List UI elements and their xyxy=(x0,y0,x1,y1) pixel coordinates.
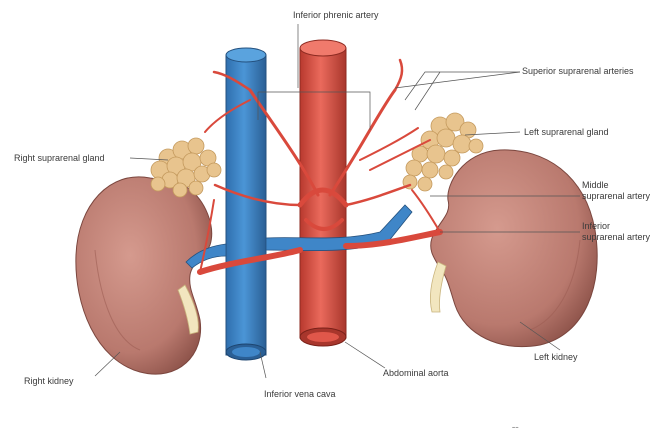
label-left-kidney: Left kidney xyxy=(534,352,578,363)
label-inferior-line2: suprarenal artery xyxy=(582,232,650,243)
inferior-vena-cava xyxy=(226,48,266,360)
label-middle-suprarenal-artery: Middle suprarenal artery xyxy=(582,180,650,202)
abdominal-aorta xyxy=(300,40,346,346)
label-middle-line2: suprarenal artery xyxy=(582,191,650,202)
label-inferior-phrenic-artery: Inferior phrenic artery xyxy=(293,10,379,21)
left-ureter xyxy=(430,262,446,312)
label-left-suprarenal-gland: Left suprarenal gland xyxy=(524,127,609,138)
label-inferior-suprarenal-artery: Inferior suprarenal artery xyxy=(582,221,650,243)
label-middle-line1: Middle xyxy=(582,180,650,191)
label-right-suprarenal-gland: Right suprarenal gland xyxy=(14,153,105,164)
label-right-kidney: Right kidney xyxy=(24,376,74,387)
corner-mark: ˉˉ xyxy=(512,426,519,437)
label-abdominal-aorta: Abdominal aorta xyxy=(383,368,449,379)
right-suprarenal-gland xyxy=(151,138,221,197)
label-inferior-vena-cava: Inferior vena cava xyxy=(264,389,336,400)
right-kidney xyxy=(76,177,212,374)
label-superior-suprarenal-arteries: Superior suprarenal arteries xyxy=(522,66,634,77)
label-inferior-line1: Inferior xyxy=(582,221,650,232)
left-kidney xyxy=(431,150,597,347)
